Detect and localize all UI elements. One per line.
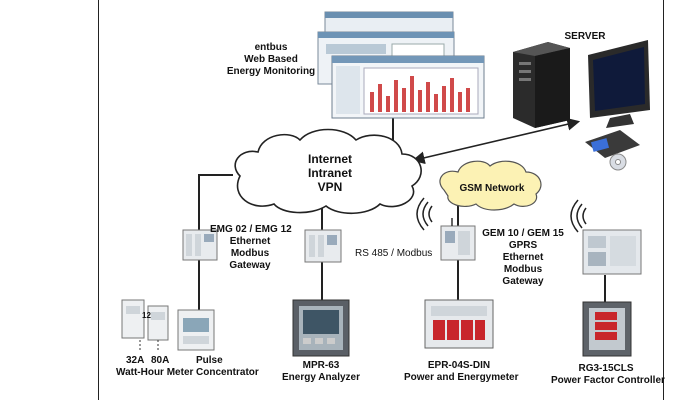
- watt-hour-meter-label: Watt-Hour Meter: [116, 367, 194, 378]
- internet-cloud: [234, 128, 422, 215]
- cloud-line-intranet: Intranet: [307, 166, 352, 180]
- gem-label: GEM 10 / GEM 15 GPRS Ethernet Modbus Gat…: [478, 228, 568, 288]
- frame-right-border: [663, 0, 664, 400]
- web-monitoring-screens: [317, 11, 485, 119]
- meter-32a-label: 32A: [126, 355, 145, 366]
- mpr-63-label: MPR-63 Energy Analyzer: [281, 360, 361, 384]
- pulse-line1: Pulse: [196, 355, 223, 366]
- gem-line3: Ethernet: [502, 252, 544, 263]
- gsm-network-cloud: [439, 160, 542, 211]
- emg-label: EMG 02 / EMG 12 Ethernet Modbus Gateway: [210, 224, 292, 272]
- keyboard-disc-icon: [585, 130, 640, 171]
- epr-label: EPR-04S-DIN Power and Energymeter: [404, 360, 519, 384]
- pulse-concentrator-label: Pulse Concentrator: [196, 355, 259, 379]
- rg3-gateway-device: [582, 229, 642, 275]
- arrow-cloud-server: [411, 117, 581, 165]
- rg3-line1: RG3-15CLS: [578, 363, 634, 374]
- wireless-signal-rg3-icon: [570, 199, 587, 233]
- emg-line4: Gateway: [229, 260, 271, 271]
- web-monitoring-line1: entbus: [254, 42, 288, 53]
- gem-line5: Gateway: [502, 276, 544, 287]
- meter-80a-label: 80A: [151, 355, 170, 366]
- meter-number-12: 12: [142, 311, 151, 320]
- connection-lines: [198, 117, 606, 312]
- rs485-gateway-device: [304, 229, 342, 263]
- gem-line2: GPRS: [508, 240, 538, 251]
- emg-line1: EMG 02 / EMG 12: [210, 224, 292, 235]
- pulse-concentrator-device: [177, 309, 215, 351]
- epr-04s-din-device: [424, 299, 494, 349]
- server-label: SERVER: [564, 31, 606, 42]
- frame-left-border: [98, 0, 99, 400]
- cloud-line-internet: Internet: [307, 152, 352, 166]
- epr-line1: EPR-04S-DIN: [427, 360, 491, 371]
- rg3-15cls-device: [582, 301, 632, 357]
- mpr-line1: MPR-63: [302, 360, 340, 371]
- gem-line4: Modbus: [503, 264, 543, 275]
- gsm-network-label: GSM Network: [459, 183, 525, 194]
- rg3-label: RG3-15CLS Power Factor Controller: [551, 363, 665, 387]
- web-monitoring-line2: Web Based: [244, 54, 298, 65]
- server-tower-icon: [513, 42, 570, 128]
- emg-gateway-device: [182, 229, 218, 261]
- pulse-line2: Concentrator: [196, 367, 259, 378]
- gem-gateway-device: [440, 218, 476, 261]
- gem-line1: GEM 10 / GEM 15: [482, 228, 564, 239]
- web-monitoring-label: entbus Web Based Energy Monitoring: [221, 42, 321, 78]
- watt-hour-meter-device: [121, 299, 169, 352]
- rg3-line2: Power Factor Controller: [551, 375, 665, 386]
- cloud-line-vpn: VPN: [317, 180, 343, 194]
- rs485-label: RS 485 / Modbus: [355, 248, 433, 259]
- mpr-63-device: [292, 299, 350, 357]
- cloud-label: Internet Intranet VPN: [290, 152, 370, 194]
- web-monitoring-line3: Energy Monitoring: [226, 66, 316, 77]
- emg-line2: Ethernet: [229, 236, 271, 247]
- monitor-icon: [588, 40, 650, 128]
- wireless-signal-gem-icon: [416, 197, 433, 231]
- line-cloud-to-emg: [198, 174, 233, 232]
- epr-line2: Power and Energymeter: [404, 372, 519, 383]
- mpr-line2: Energy Analyzer: [282, 372, 360, 383]
- emg-line3: Modbus: [230, 248, 270, 259]
